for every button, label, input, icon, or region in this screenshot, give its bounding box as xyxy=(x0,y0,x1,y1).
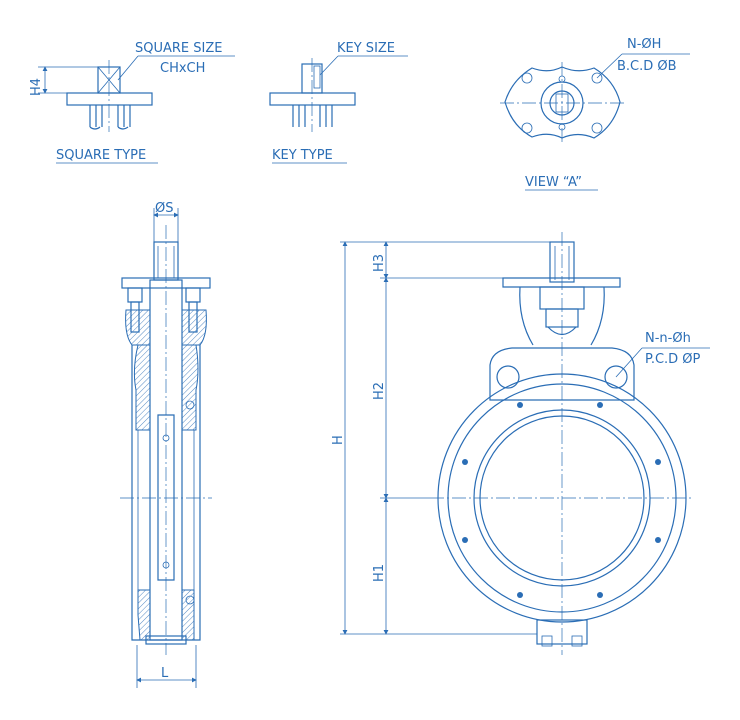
key-size-label: KEY SIZE xyxy=(337,41,395,56)
view-a-detail xyxy=(500,53,690,143)
key-type-caption: KEY TYPE xyxy=(272,148,333,163)
view-a-caption: VIEW “A” xyxy=(525,175,582,190)
phi-s-label: ØS xyxy=(155,201,173,216)
front-view xyxy=(340,232,710,655)
h4-label: H4 xyxy=(29,78,44,96)
square-size-label: SQUARE SIZE xyxy=(135,41,222,56)
pcd-phi-p-label: P.C.D ØP xyxy=(645,352,701,367)
n-phi-h-label: N-ØH xyxy=(627,37,661,52)
h2-label: H2 xyxy=(372,382,387,400)
h1-label: H1 xyxy=(372,564,387,582)
h3-label: H3 xyxy=(372,254,387,272)
h-label: H xyxy=(331,435,346,445)
bcd-phi-b-label: B.C.D ØB xyxy=(617,59,677,74)
square-type-detail xyxy=(38,55,235,132)
square-type-caption: SQUARE TYPE xyxy=(56,148,146,163)
side-view xyxy=(120,208,212,688)
key-type-detail xyxy=(269,55,408,132)
n-n-phi-h-label: N-n-Øh xyxy=(645,331,691,346)
chxch-label: CHxCH xyxy=(160,61,205,76)
l-label: L xyxy=(161,666,169,681)
